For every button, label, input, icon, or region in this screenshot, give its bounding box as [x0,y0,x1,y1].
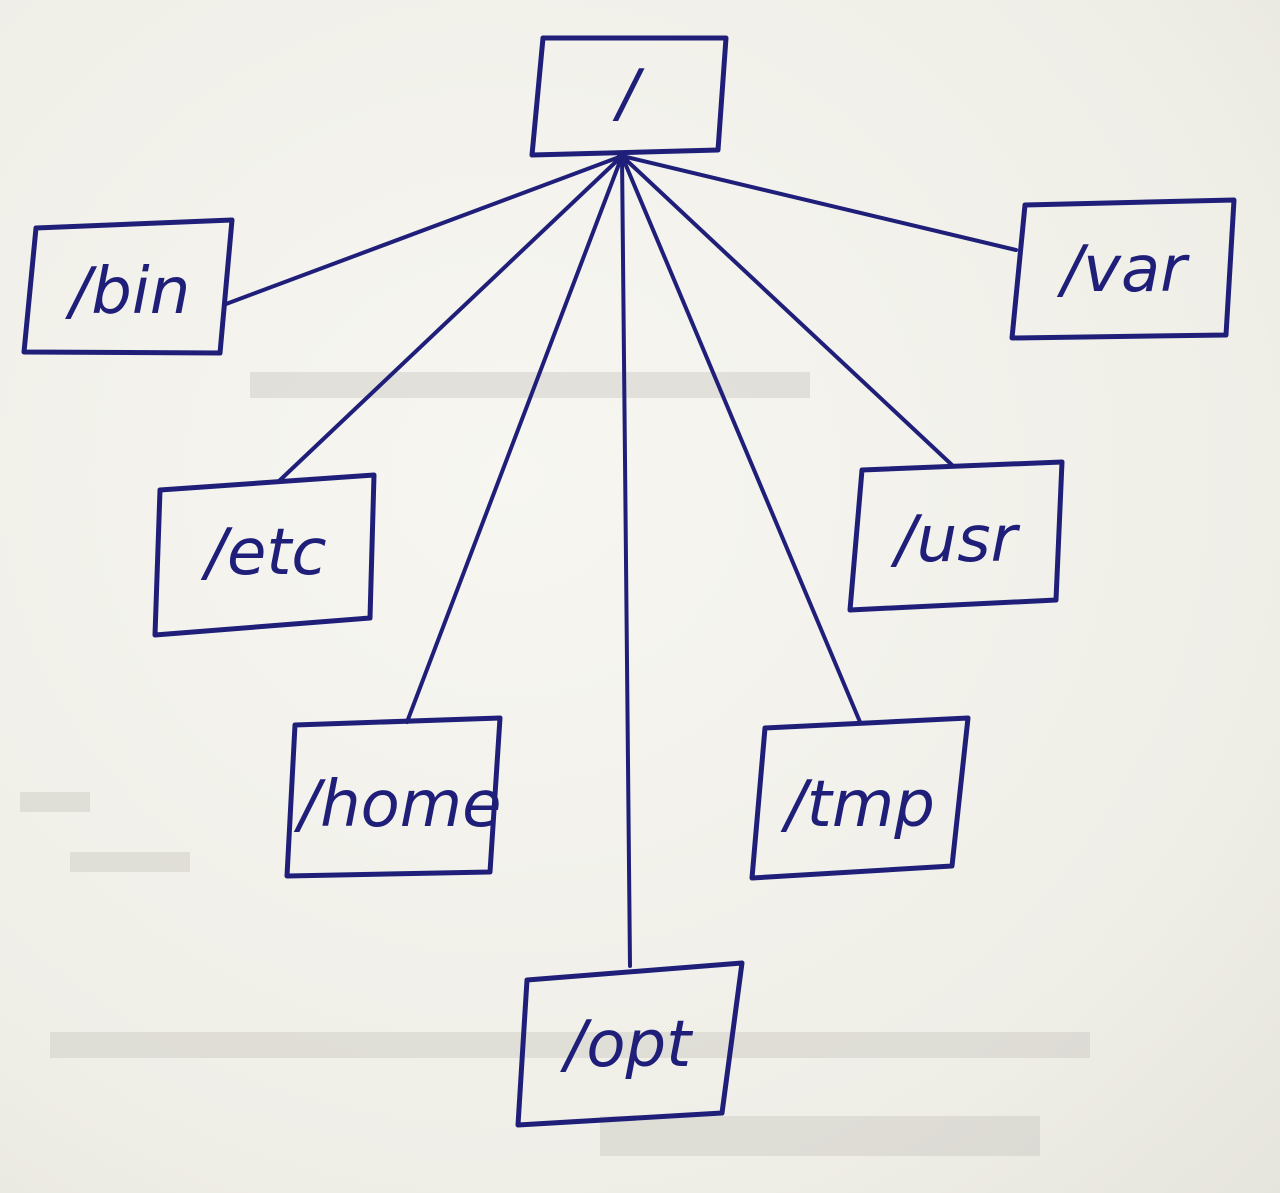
node-usr-box [847,459,1065,613]
node-usr-label: /usr [890,503,1020,577]
node-opt-label: /opt [560,1008,694,1082]
edge-root-home [405,154,624,724]
node-opt: /opt [515,960,745,1128]
node-tmp: /tmp [749,715,971,881]
node-root-label: / [612,57,645,131]
ghost-line-2 [20,792,90,812]
node-etc-box [152,472,377,638]
node-etc-label: /etc [200,516,326,590]
edge-root-var [620,154,1018,252]
node-bin: /bin [21,217,235,356]
node-tmp-box [749,715,971,881]
ghost-line-3 [70,852,190,872]
node-opt-box [515,960,745,1128]
ghost-line-5 [600,1116,1040,1156]
edge-root-opt [620,154,632,968]
node-var-box [1009,197,1237,341]
edge-root-etc [276,154,624,484]
node-var: /var [1009,197,1237,341]
ghost-line-4 [50,1032,1090,1058]
node-etc: /etc [152,472,377,638]
edges-group [224,151,1018,968]
node-bin-label: /bin [65,255,191,329]
node-bin-box [21,217,235,356]
node-home: /home [284,715,503,879]
node-var-label: /var [1057,233,1191,307]
edge-root-usr [620,154,954,467]
node-tmp-label: /tmp [780,768,935,842]
edge-root-tmp [620,154,862,724]
node-root: / [529,35,729,158]
node-home-box [284,715,503,879]
edge-root-bin [224,154,624,306]
node-usr: /usr [847,459,1065,613]
node-root-box [529,35,729,158]
node-home-label: /home [294,768,502,842]
